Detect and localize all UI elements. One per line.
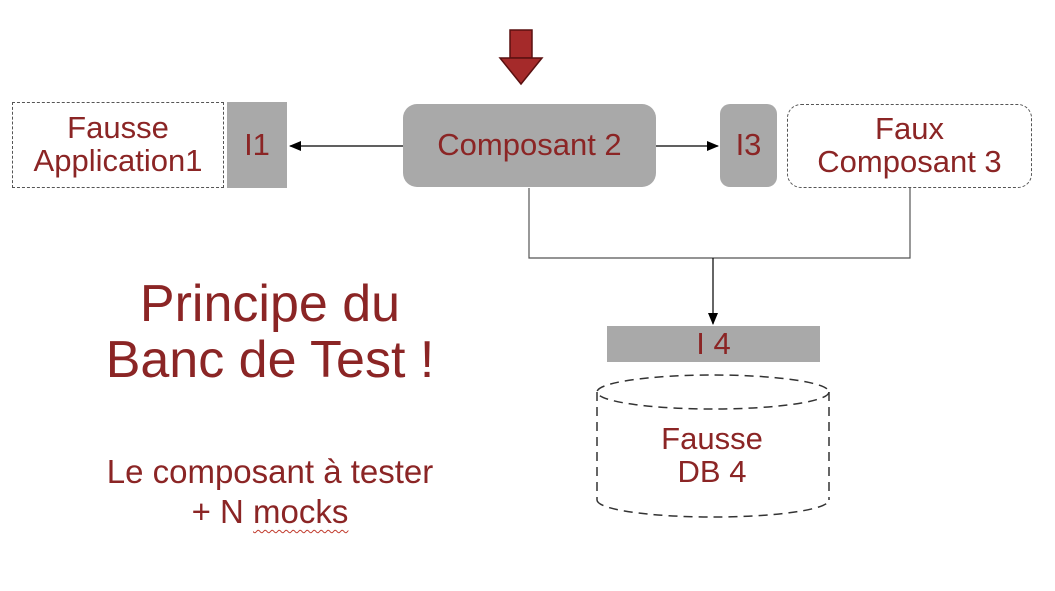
headline-line1: Principe du [139,274,401,333]
fake-component-3-box: Faux Composant 3 [787,104,1032,188]
interface-1-box: I1 [227,102,287,188]
connector-to-i4 [528,188,911,259]
interface-3-box: I3 [720,104,777,187]
interface-3-label: I3 [735,127,762,163]
interface-4-label: I 4 [696,325,731,361]
interface-1-label: I1 [244,126,270,162]
subtitle-mocks-word: mocks [253,493,349,530]
component-2-box: Composant 2 [403,104,656,187]
input-arrow-icon [498,29,544,86]
database-cylinder-icon [596,374,830,518]
component-2-label: Composant 2 [437,127,622,163]
fake-db-4-line1: Fausse [661,421,763,457]
subtitle-line2: + N mocks [192,492,349,532]
subtitle-line2-prefix: + N [191,493,254,530]
subtitle: Le composant à tester + N mocks [40,450,500,534]
fake-application-1-box: Fausse Application1 [12,102,224,188]
interface-4-box: I 4 [607,326,820,362]
fake-db-4-label: Fausse DB 4 [612,420,812,492]
headline-line2: Banc de Test ! [105,331,435,389]
fake-application-1-line1: Fausse [67,110,169,146]
subtitle-line1: Le composant à tester [106,453,434,491]
fake-application-1-line2: Application1 [33,143,203,178]
fake-component-3-line2: Composant 3 [817,144,1002,179]
headline: Principe du Banc de Test ! [40,272,500,392]
fake-component-3-line1: Faux [875,111,944,147]
fake-db-4-line2: DB 4 [677,454,747,489]
